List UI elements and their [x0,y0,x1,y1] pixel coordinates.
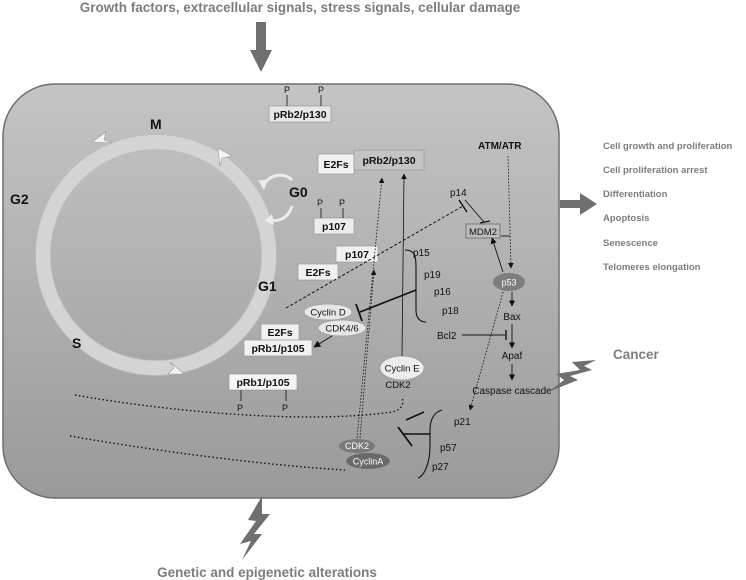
cip-kip-inhibit-bar-1 [397,426,413,447]
p53-node [493,273,525,291]
outcome-item: Senescence [603,238,658,249]
ring-chevron-icon [91,131,233,375]
cyclin-a-label: CyclinA [353,457,384,467]
footer-label: Genetic and epigenetic alterations [157,565,377,580]
p27-label: p27 [432,462,449,473]
svg-text:pRb2/p130: pRb2/p130 [273,109,326,121]
cdk46-node [317,319,367,337]
atm-to-p53-arrow [507,155,514,269]
outcomes-arrow [560,193,597,215]
cancer-bolt-icon [548,360,596,392]
mdm2-box [465,223,501,239]
header-label: Growth factors, extracellular signals, s… [80,0,521,15]
cell-cycle-ring [35,134,277,376]
outcomes-list: Cell growth and proliferation Cell proli… [603,141,733,273]
cyclin-e-label: Cyclin E [385,364,420,375]
mdm2-label: MDM2 [469,227,497,238]
p14-label: p14 [450,188,467,199]
cyclin-d-label: Cyclin D [310,308,346,319]
prb2-p130-top-box: pRb2/p130 P P [268,85,332,123]
phase-s-label: S [72,335,81,351]
phosphate-label: P [284,85,290,95]
phase-m-label: M [150,116,162,132]
cdk2-a-node [339,439,375,453]
p53-label: p53 [501,278,516,288]
svg-text:E2Fs: E2Fs [323,159,348,171]
cyclin-a-node [346,453,390,469]
e2fs-prb1-complex: E2Fs pRb1/p105 [243,323,313,357]
cip-kip-brace [417,409,443,479]
dotted-path [74,394,404,418]
dotted-path [69,435,346,471]
svg-text:E2Fs: E2Fs [305,267,330,279]
cancer-label: Cancer [613,347,660,362]
p14-inhibit-bar [458,199,468,213]
phosphate-label: P [237,403,243,413]
p53-to-p21-arrow [468,291,504,411]
genetic-bolt-icon [240,496,270,560]
outcome-item: Telomeres elongation [603,262,701,273]
cdk2-e-label: CDK2 [385,380,410,391]
svg-text:p107: p107 [322,221,346,233]
arrow-cdk2-to-prb2 [356,177,385,439]
atm-atr-label: ATM/ATR [478,141,522,152]
bax-label: Bax [503,312,520,323]
outcome-item: Apoptosis [603,213,649,224]
p15-label: p15 [413,248,430,259]
outcome-item: Cell proliferation arrest [603,165,708,176]
svg-text:pRb1/p105: pRb1/p105 [251,343,304,355]
ink4-inhibit-line [359,289,417,313]
svg-text:pRb1/p105: pRb1/p105 [236,377,289,389]
svg-text:pRb2/p130: pRb2/p130 [362,155,415,167]
prb1-p105-low-box: pRb1/p105 P P [228,373,298,413]
p16-label: p16 [434,287,451,298]
phase-g0-label: G0 [289,184,308,200]
phosphate-label: P [317,198,323,208]
phosphate-label: P [318,85,324,95]
cdk2-a-label: CDK2 [345,441,369,451]
ink4-brace [404,249,427,323]
svg-text:p107: p107 [345,249,369,261]
arrow-cdk46-to-prb1 [313,335,333,348]
cyclin-d-node [303,303,353,321]
e2fs-prb2-complex: E2Fs pRb2/p130 [317,149,425,175]
p18-label: p18 [442,306,459,317]
bcl2-label: Bcl2 [437,331,457,342]
arrow-cyclin-e-to-prb2 [401,173,407,357]
p57-label: p57 [440,443,457,454]
phase-g1-label: G1 [258,278,277,294]
cell-body [2,83,560,499]
p107-e2fs-complex: p107 E2Fs [297,245,379,281]
apaf-label: Apaf [502,351,523,362]
svg-text:E2Fs: E2Fs [267,327,292,339]
cdk46-label: CDK4/6 [325,324,358,335]
ink4-inhibit-bar [355,303,363,322]
phosphate-label: P [339,198,345,208]
caspase-label: Caspase cascade [472,386,552,397]
signal-input-arrow [250,22,272,72]
p14-dashed-line [285,205,464,309]
p107-phospho-box: p107 P P [313,198,355,235]
cip-kip-inhibit-bar-2 [405,411,425,421]
arrow-cdk2-to-p107 [359,269,377,439]
p21-label: p21 [454,417,471,428]
outcome-item: Differentiation [603,189,668,200]
outcome-item: Cell growth and proliferation [603,141,733,152]
p19-label: p19 [424,270,441,281]
phosphate-label: P [282,403,288,413]
phase-g2-label: G2 [10,191,29,207]
